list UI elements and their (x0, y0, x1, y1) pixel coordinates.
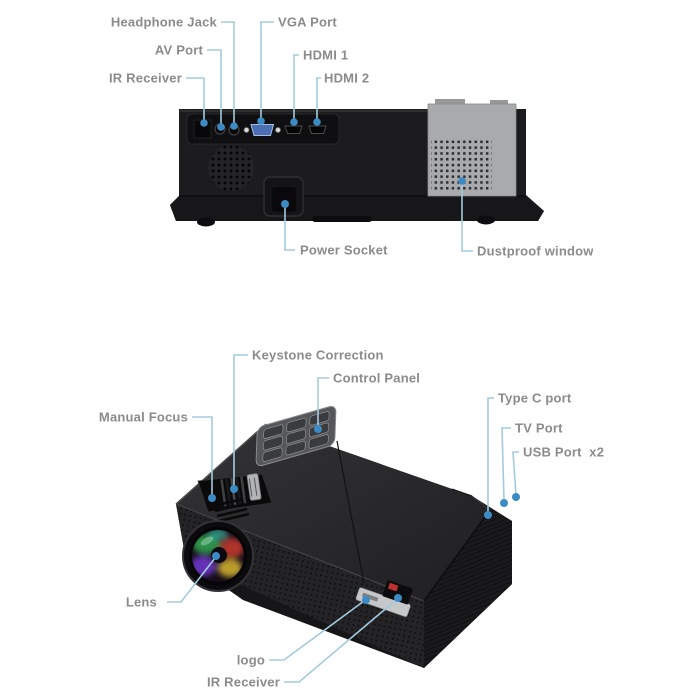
label-dustproof-window: Dustproof window (477, 243, 594, 259)
label-tv-port: TV Port (515, 420, 563, 436)
front-ir-window (382, 580, 413, 605)
rear-foot-left (197, 217, 215, 227)
vent-fins (212, 497, 250, 523)
label-manual-focus: Manual Focus (98, 409, 188, 425)
leader-dots (200, 117, 520, 604)
vga-port (243, 124, 281, 136)
label-vga-port: VGA Port (278, 14, 337, 30)
label-av-port: AV Port (154, 42, 203, 58)
hdmi-2-port (308, 125, 327, 134)
power-socket (263, 176, 304, 217)
front-projector (175, 405, 512, 668)
label-ir-receiver-front: IR Receiver (206, 674, 280, 690)
label-lens: Lens (125, 594, 157, 610)
label-control-panel: Control Panel (333, 370, 421, 386)
top-face (176, 424, 490, 601)
speaker-grille (208, 145, 254, 191)
right-face (424, 510, 512, 668)
rear-bottom-vent (312, 216, 372, 222)
leader-lines (167, 21, 519, 683)
focus-keystone-recess (197, 473, 273, 523)
label-hdmi-2: HDMI 2 (324, 70, 370, 86)
rear-projector (170, 99, 544, 227)
logo-red-mark (387, 582, 399, 592)
rear-foot-right (477, 215, 495, 225)
label-type-c-port: Type C port (498, 390, 572, 406)
label-logo: logo (236, 652, 265, 668)
label-usb-port: USB Port x2 (523, 444, 605, 460)
label-keystone-correction: Keystone Correction (252, 347, 384, 363)
label-power-socket: Power Socket (300, 242, 388, 258)
hdmi-1-port (284, 125, 303, 134)
control-panel-keys (255, 405, 337, 467)
dustproof-window-panel (427, 99, 517, 197)
label-hdmi-1: HDMI 1 (303, 47, 349, 63)
label-ir-receiver-rear: IR Receiver (108, 70, 182, 86)
label-headphone-jack: Headphone Jack (110, 14, 217, 30)
